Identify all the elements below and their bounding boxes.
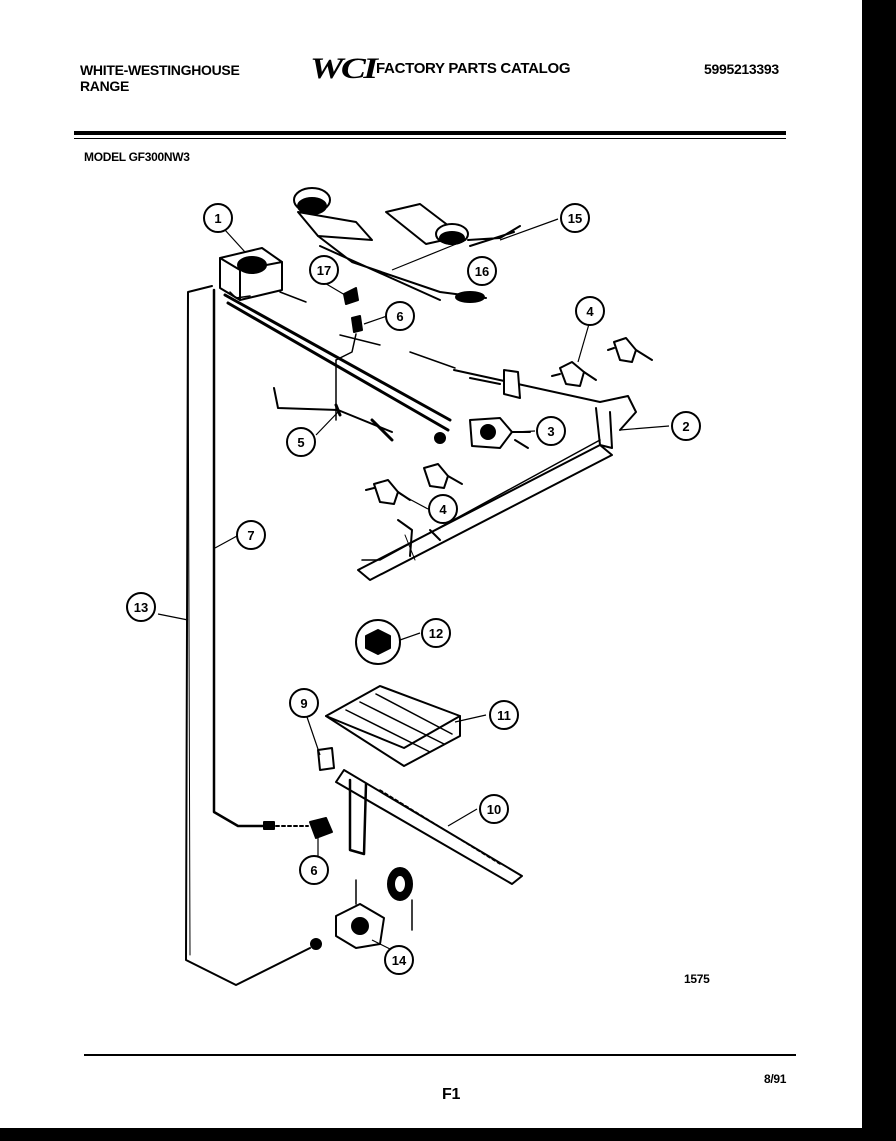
part-5-burner-tube: [273, 359, 446, 444]
exploded-parts-diagram: 1 2 3 4 4 5 6 6 7 9 10 11 12 13 14 15 16…: [126, 187, 701, 986]
callout-5: 5: [297, 435, 304, 450]
page-code: F1: [442, 1086, 461, 1103]
footer-rule: [84, 1054, 796, 1056]
manifold-pipe: [223, 293, 452, 432]
callout-1: 1: [214, 211, 221, 226]
callout-2: 2: [682, 419, 689, 434]
part-6-orifice-upper: [335, 315, 363, 361]
figure-number: 1575: [684, 972, 710, 986]
catalog-title: FACTORY PARTS CATALOG: [376, 60, 571, 77]
callout-7: 7: [247, 528, 254, 543]
part-17-bracket: [343, 287, 359, 305]
callout-16: 16: [475, 264, 489, 279]
product-type: RANGE: [80, 78, 130, 94]
callout-4-upper: 4: [586, 304, 594, 319]
part-12-nut: [355, 619, 401, 665]
part-9-bracket: [317, 747, 335, 771]
tube-7: [212, 288, 270, 828]
callout-15: 15: [568, 211, 582, 226]
part-4-igniter-lower: [365, 463, 463, 505]
callout-10: 10: [487, 802, 501, 817]
part-16-burner: [293, 187, 487, 303]
callout-13: 13: [134, 600, 148, 615]
callout-6-lower: 6: [310, 863, 317, 878]
brand-block: WHITE-WESTINGHOUSE RANGE: [80, 62, 240, 94]
part-4-igniter-upper: [551, 337, 653, 387]
callout-4-lower: 4: [439, 502, 447, 517]
callout-11: 11: [497, 708, 511, 723]
callout-6-upper: 6: [396, 309, 403, 324]
part-3-valve: [469, 417, 531, 449]
part-2-manifold: [357, 369, 637, 581]
part-8-fitting: [275, 817, 333, 839]
header-rule-thin: [74, 138, 786, 139]
part-10-bake-burner: [335, 769, 523, 885]
parts-catalog-page: WHITE-WESTINGHOUSE RANGE WCI FACTORY PAR…: [0, 0, 862, 1128]
catalog-part-number: 5995213393: [704, 61, 779, 77]
wci-logo: WCI: [310, 52, 378, 85]
callout-3: 3: [547, 424, 554, 439]
part-1-valve-body: [219, 247, 283, 301]
callout-17: 17: [317, 263, 331, 278]
part-14-safety-valve: [335, 867, 413, 949]
callout-9: 9: [300, 696, 307, 711]
part-11-baffle: [325, 685, 461, 767]
callout-14: 14: [392, 953, 407, 968]
model-number: MODEL GF300NW3: [84, 150, 190, 164]
callout-12: 12: [429, 626, 443, 641]
part-15-burner: [385, 203, 521, 247]
header-rule-thick: [74, 131, 786, 135]
brand-name: WHITE-WESTINGHOUSE: [80, 62, 240, 78]
catalog-date: 8/91: [764, 1072, 787, 1086]
tube-13: [185, 285, 311, 986]
